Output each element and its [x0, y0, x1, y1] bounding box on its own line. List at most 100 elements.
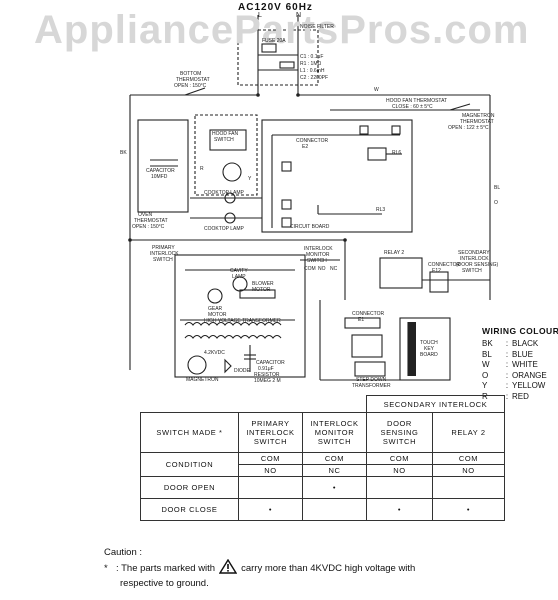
- header-line: SWITCH: [253, 437, 288, 446]
- legend-row: W:WHITE: [482, 360, 558, 371]
- switch-made-text: SWITCH MADE: [156, 428, 217, 437]
- touch-key-label-3: BOARD: [420, 352, 438, 358]
- legend-colour: YELLOW: [512, 381, 546, 390]
- connector-e1-label-2: E1: [358, 317, 365, 323]
- secondary-interlock-label-1: SECONDARY: [458, 250, 490, 256]
- bottom-thermostat-label-2: THERMOSTAT: [176, 77, 210, 83]
- table-empty-cell: [141, 396, 239, 413]
- hv-label: 4.2KVDC: [204, 350, 225, 356]
- oven-thermostat-label-1: OVEN: [138, 212, 153, 218]
- gear-motor-label-1: GEAR: [208, 306, 223, 312]
- legend-code: O: [482, 370, 489, 380]
- legend-code: W: [482, 360, 490, 369]
- legend-separator: :: [505, 381, 509, 390]
- state-mark: •: [238, 498, 303, 521]
- hood-fan-thermostat-label-2: CLOSE : 60 ± 5°C: [392, 104, 433, 110]
- condition-contact-cell: NO: [432, 464, 505, 477]
- interlock-monitor-label-1: INTERLOCK: [304, 246, 333, 252]
- primary-interlock-label-1: PRIMARY: [152, 245, 175, 251]
- legend-row: Y:YELLOW: [482, 381, 558, 392]
- magnetron-label: MAGNETRON: [186, 377, 219, 383]
- legend-row: BL:BLUE: [482, 350, 558, 361]
- relay-label-rl3: RL3: [376, 207, 386, 213]
- legend-code: BK: [482, 339, 493, 348]
- step-down-label-1: STEP DOWN: [356, 377, 387, 383]
- condition-com-cell: COM: [302, 452, 367, 465]
- connector-e2-label-1: CONNECTOR: [296, 138, 329, 144]
- table-empty-cell: [303, 396, 367, 413]
- legend-colour: BLUE: [512, 349, 533, 359]
- secondary-interlock-label-4: SWITCH: [462, 268, 482, 274]
- noise-filter-label: NOISE FILTER: [300, 24, 334, 30]
- condition-com-cell: COM: [366, 452, 433, 465]
- relay-label-rl6: RL6: [392, 150, 402, 156]
- hv-transformer-label: HIGH VOLTAGE TRANSFORMER: [204, 318, 281, 324]
- switch-state-table: SECONDARY INTERLOCK SWITCH MADE * PRIMAR…: [140, 395, 505, 521]
- header-line: SWITCH: [317, 437, 352, 446]
- legend-separator: :: [505, 349, 509, 359]
- wire-code-bk: BK: [120, 150, 127, 156]
- state-mark: •: [366, 498, 433, 521]
- condition-com-cell: COM: [238, 452, 303, 465]
- wire-code-o: O: [494, 200, 498, 206]
- cavity-lamp-label-2: LAMP: [232, 274, 246, 280]
- row-label-door-close: DOOR CLOSE: [140, 498, 239, 521]
- wire-code-y: Y: [248, 176, 252, 182]
- interlock-monitor-com-label: COM: [304, 266, 316, 272]
- secondary-interlock-header: SECONDARY INTERLOCK: [366, 395, 505, 413]
- relay2-diagram-label: RELAY 2: [384, 250, 405, 256]
- legend-colour: ORANGE: [512, 370, 547, 380]
- capacitor-label-1: CAPACITOR: [146, 168, 175, 174]
- wire-code-bl: BL: [494, 185, 501, 191]
- legend-separator: :: [505, 391, 509, 401]
- magnetron-thermostat-label-1: MAGNETRON: [462, 113, 495, 119]
- header-line: INTERLOCK: [246, 428, 295, 437]
- connector-e12-label-1: CONNECTOR: [428, 262, 461, 268]
- oven-thermostat-label-2: THERMOSTAT: [134, 218, 168, 224]
- table-row: DOOR OPEN •: [140, 476, 505, 499]
- cooktop-lamp-label-1: COOKTOP LAMP: [204, 190, 244, 196]
- table-empty-cell: [239, 396, 303, 413]
- circuit-board-label: CIRCUIT BOARD: [290, 224, 330, 230]
- legend-colour: WHITE: [512, 360, 538, 369]
- condition-contact-cell: NO: [366, 464, 433, 477]
- state-mark: [366, 476, 433, 499]
- state-mark: [302, 498, 367, 521]
- condition-contact-cell: NO: [238, 464, 303, 477]
- legend-row: O:ORANGE: [482, 371, 558, 382]
- interlock-monitor-nc-label: NC: [330, 266, 338, 272]
- legend-separator: :: [505, 339, 509, 348]
- column-header-relay-2: RELAY 2: [432, 412, 505, 453]
- hood-fan-switch-label-2: SWITCH: [214, 137, 234, 143]
- legend-code: BL: [482, 349, 492, 359]
- filter-part-c1: C1 : 0.1μF: [300, 54, 324, 60]
- header-line: DOOR: [387, 419, 412, 428]
- primary-interlock-label-3: SWITCH: [153, 257, 173, 263]
- bottom-thermostat-label-1: BOTTOM: [180, 71, 202, 77]
- watermark-text: AppliancePartsPros.com: [34, 8, 530, 52]
- caution-line: * : The parts marked with carry more tha…: [104, 558, 416, 578]
- hood-fan-switch-label-1: HOOD FAN: [212, 131, 239, 137]
- line-terminal-label: L: [258, 12, 262, 19]
- caution-text-line3: respective to ground.: [120, 578, 209, 589]
- fuse-label: FUSE 20A: [262, 38, 286, 44]
- wire-code-w: W: [374, 87, 379, 93]
- step-down-label-2: TRANSFORMER: [352, 383, 391, 389]
- caution-note: Caution : * : The parts marked with carr…: [104, 547, 415, 590]
- cavity-lamp-label-1: CAVITY: [230, 268, 248, 274]
- cooktop-lamp-label-2: COOKTOP LAMP: [204, 226, 244, 232]
- caution-bullet: *: [104, 562, 108, 574]
- connector-e2-label-2: E2: [302, 144, 309, 150]
- filter-part-l1: L1 : 0.6mH: [300, 68, 325, 74]
- blower-motor-label-1: BLOWER: [252, 281, 274, 287]
- caution-text-after: carry more than 4KVDC high voltage with: [241, 562, 416, 574]
- header-line: INTERLOCK: [310, 419, 359, 428]
- filter-part-r1: R1 : 1MΩ: [300, 61, 322, 67]
- neutral-terminal-label: N: [296, 12, 302, 19]
- resistor-label-2: 10MEG 2 M: [254, 378, 281, 384]
- resistor-label-1: RESISTOR: [254, 372, 280, 378]
